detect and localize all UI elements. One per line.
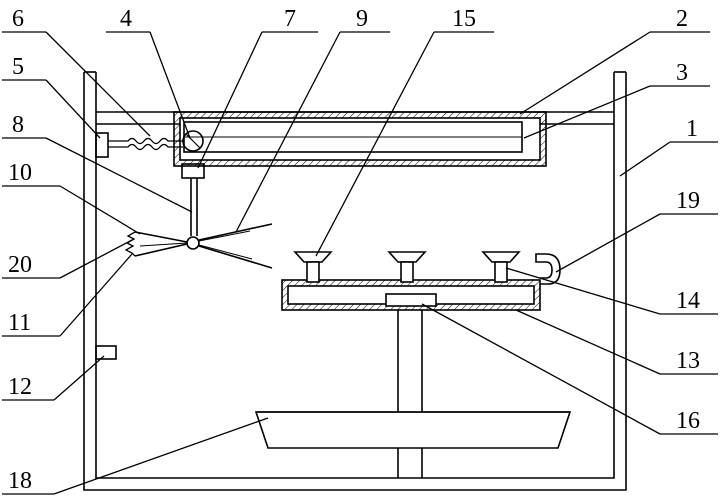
scissor-gripper bbox=[126, 224, 272, 268]
label-14: 14 bbox=[676, 288, 700, 314]
label-6: 6 bbox=[12, 6, 24, 32]
label-12: 12 bbox=[8, 374, 32, 400]
label-19: 19 bbox=[676, 188, 700, 214]
label-5: 5 bbox=[12, 54, 24, 80]
label-20: 20 bbox=[8, 252, 32, 278]
label-16: 16 bbox=[676, 408, 700, 434]
label-15: 15 bbox=[452, 6, 476, 32]
label-9: 9 bbox=[356, 6, 368, 32]
label-1: 1 bbox=[686, 116, 698, 142]
label-2: 2 bbox=[676, 6, 688, 32]
wall-sensor bbox=[96, 346, 116, 359]
label-7: 7 bbox=[284, 6, 296, 32]
label-3: 3 bbox=[676, 60, 688, 86]
suction-cup-1 bbox=[295, 252, 331, 282]
suction-cup-3 bbox=[483, 252, 519, 282]
label-4: 4 bbox=[120, 6, 132, 32]
label-13: 13 bbox=[676, 348, 700, 374]
label-10: 10 bbox=[8, 160, 32, 186]
label-11: 11 bbox=[8, 310, 31, 336]
rail-housing bbox=[174, 112, 546, 166]
vertical-rod bbox=[191, 178, 197, 236]
suction-cup-2 bbox=[389, 252, 425, 282]
label-8: 8 bbox=[12, 112, 24, 138]
support-column bbox=[398, 310, 422, 478]
tray-inner-box bbox=[386, 294, 436, 306]
bottom-trough bbox=[256, 412, 570, 448]
label-18: 18 bbox=[8, 468, 32, 494]
cable bbox=[108, 139, 183, 144]
motor-block bbox=[96, 133, 108, 157]
